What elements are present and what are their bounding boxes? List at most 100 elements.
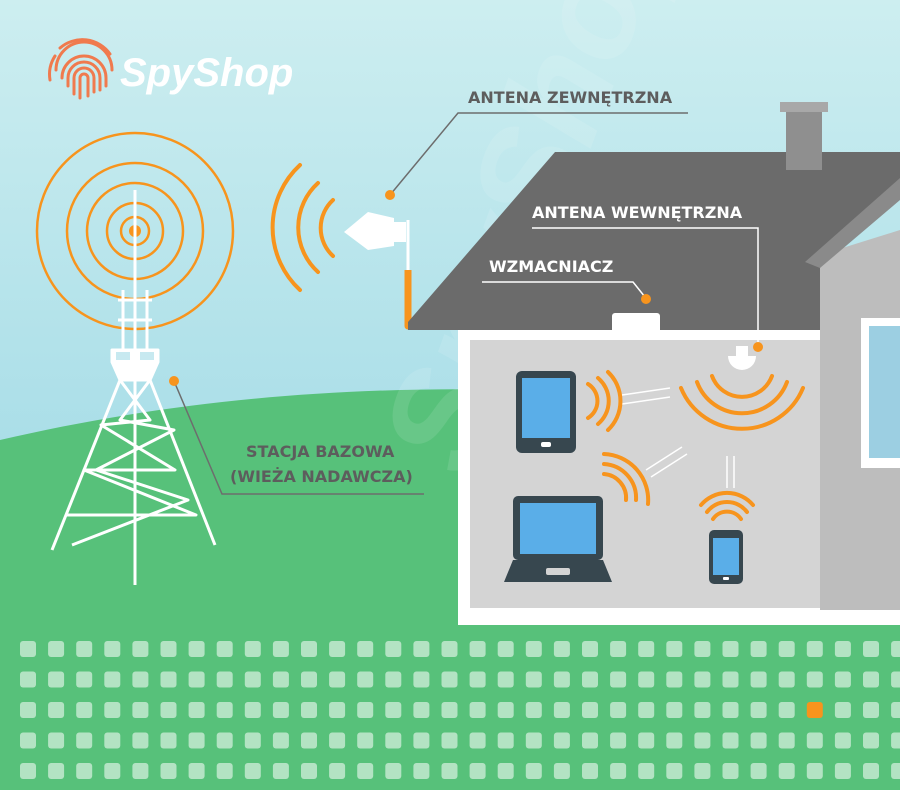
grid-dot <box>722 671 739 688</box>
grid-dot <box>272 641 289 657</box>
label-base-station-line2: (WIEŻA NADAWCZA) <box>230 467 413 486</box>
dot-grid <box>20 641 900 779</box>
grid-dot <box>525 732 542 749</box>
grid-dot <box>778 732 795 749</box>
grid-dot <box>216 671 233 688</box>
grid-dot <box>385 671 402 688</box>
label-indoor-antenna: ANTENA WEWNĘTRZNA <box>532 203 743 222</box>
grid-dot <box>188 732 205 749</box>
grid-dot <box>834 641 851 657</box>
label-outdoor-antenna: ANTENA ZEWNĘTRZNA <box>468 88 673 107</box>
grid-dot <box>104 641 121 657</box>
callout-base-station: STACJA BAZOWA (WIEŻA NADAWCZA) <box>169 376 424 495</box>
outdoor-antenna-waves <box>270 163 335 292</box>
label-amplifier: WZMACNIACZ <box>489 257 613 276</box>
grid-dot <box>638 763 655 779</box>
grid-dot <box>834 732 851 749</box>
grid-dot <box>553 641 570 657</box>
grid-dot <box>160 763 177 779</box>
grid-dot <box>385 732 402 749</box>
grid-dot <box>891 671 900 688</box>
grid-dot <box>834 763 851 779</box>
house-chimney <box>786 108 822 170</box>
grid-dot <box>638 641 655 657</box>
grid-dot <box>413 702 430 718</box>
grid-dot <box>694 641 711 657</box>
fingerprint-icon <box>48 38 114 100</box>
grid-dot <box>357 641 374 657</box>
grid-dot <box>666 702 683 718</box>
grid-dot <box>722 763 739 779</box>
grid-dot <box>104 702 121 718</box>
grid-dot <box>525 641 542 657</box>
grid-dot <box>497 763 514 779</box>
grid-dot <box>132 763 149 779</box>
grid-dot <box>666 732 683 749</box>
grid-dot <box>188 702 205 718</box>
grid-dot <box>385 641 402 657</box>
grid-dot <box>750 702 767 718</box>
grid-dot <box>20 671 36 688</box>
grid-dot <box>48 763 65 779</box>
grid-dot <box>778 763 795 779</box>
grid-dot <box>582 641 598 657</box>
grid-dot <box>244 732 261 749</box>
grid-dot <box>722 732 739 749</box>
logo: SpyShop <box>48 38 293 100</box>
grid-dot <box>216 641 233 657</box>
grid-dot <box>188 671 205 688</box>
smartphone-icon <box>709 530 743 584</box>
grid-dot <box>750 763 767 779</box>
grid-dot <box>891 641 900 657</box>
grid-dot <box>357 732 374 749</box>
grid-dot <box>188 641 205 657</box>
grid-dot <box>272 702 289 718</box>
grid-dot <box>301 671 317 688</box>
grid-dot <box>20 732 36 749</box>
grid-dot <box>891 702 900 718</box>
grid-dot <box>750 671 767 688</box>
grid-dot <box>525 763 542 779</box>
grid-dot <box>357 671 374 688</box>
laptop-waves <box>602 452 651 506</box>
grid-dot <box>722 702 739 718</box>
grid-dot <box>722 641 739 657</box>
grid-dot <box>694 671 711 688</box>
grid-dot <box>160 641 177 657</box>
grid-dot <box>329 732 346 749</box>
grid-dot <box>413 671 430 688</box>
grid-dot <box>244 763 261 779</box>
grid-dot <box>694 732 711 749</box>
grid-dot <box>301 702 317 718</box>
grid-dot <box>778 671 795 688</box>
grid-dot <box>441 702 458 718</box>
grid-dot <box>301 732 317 749</box>
logo-text: SpyShop <box>120 51 293 95</box>
grid-dot <box>441 641 458 657</box>
grid-dot <box>48 702 65 718</box>
laptop-icon <box>504 496 612 582</box>
grid-dot <box>413 763 430 779</box>
grid-dot <box>20 702 36 718</box>
grid-dot <box>497 732 514 749</box>
base-station-tower-icon <box>50 190 217 585</box>
callout-indoor-antenna: ANTENA WEWNĘTRZNA <box>532 203 763 352</box>
grid-dot <box>582 671 598 688</box>
grid-dot <box>863 702 879 718</box>
grid-dot <box>553 732 570 749</box>
grid-dot <box>582 732 598 749</box>
grid-dot <box>497 671 514 688</box>
grid-dot <box>666 763 683 779</box>
grid-dot <box>863 671 879 688</box>
grid-dot <box>750 641 767 657</box>
grid-dot <box>132 641 149 657</box>
grid-dot <box>553 702 570 718</box>
grid-dot <box>497 641 514 657</box>
grid-dot <box>244 641 261 657</box>
grid-dot <box>160 732 177 749</box>
grid-dot <box>48 641 65 657</box>
grid-dot <box>778 702 795 718</box>
tablet-icon <box>516 371 576 453</box>
